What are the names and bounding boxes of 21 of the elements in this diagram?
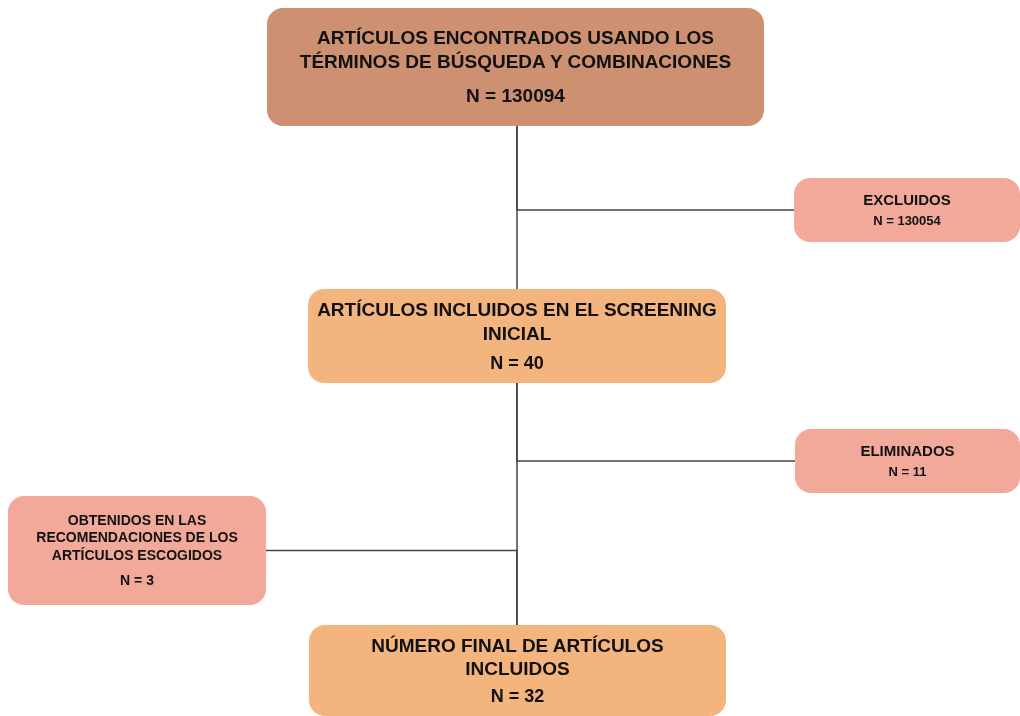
count-label: N = 130094	[466, 83, 565, 108]
box-title: ARTÍCULOS INCLUIDOS EN EL SCREENING INICIAL	[316, 298, 718, 346]
box-title: EXCLUIDOS	[863, 190, 951, 210]
box-title: OBTENIDOS EN LAS RECOMENDACIONES DE LOS ARTÍCULOS ESCOGIDOS	[35, 511, 239, 564]
box-title: NÚMERO FINAL DE ARTÍCULOS INCLUIDOS	[370, 633, 665, 681]
connector-line	[265, 549, 518, 626]
count-label: N = 40	[490, 351, 544, 374]
count-label: N = 32	[490, 685, 545, 708]
process-box	[308, 289, 726, 383]
process-box	[267, 8, 764, 126]
process-box	[795, 429, 1020, 493]
process-box	[8, 496, 266, 605]
connector-line	[516, 382, 796, 462]
process-box	[794, 178, 1020, 242]
box-title: ARTÍCULOS ENCONTRADOS USANDO LOS TÉRMINOS DE BÚSQUEDA Y COMBINACIONES	[298, 26, 733, 74]
count-label: N = 11	[888, 464, 927, 481]
connector-line	[516, 125, 795, 211]
process-box	[309, 625, 726, 716]
box-title: ELIMINADOS	[860, 441, 955, 461]
count-label: N = 130054	[873, 213, 941, 230]
count-label: N = 3	[120, 572, 154, 590]
